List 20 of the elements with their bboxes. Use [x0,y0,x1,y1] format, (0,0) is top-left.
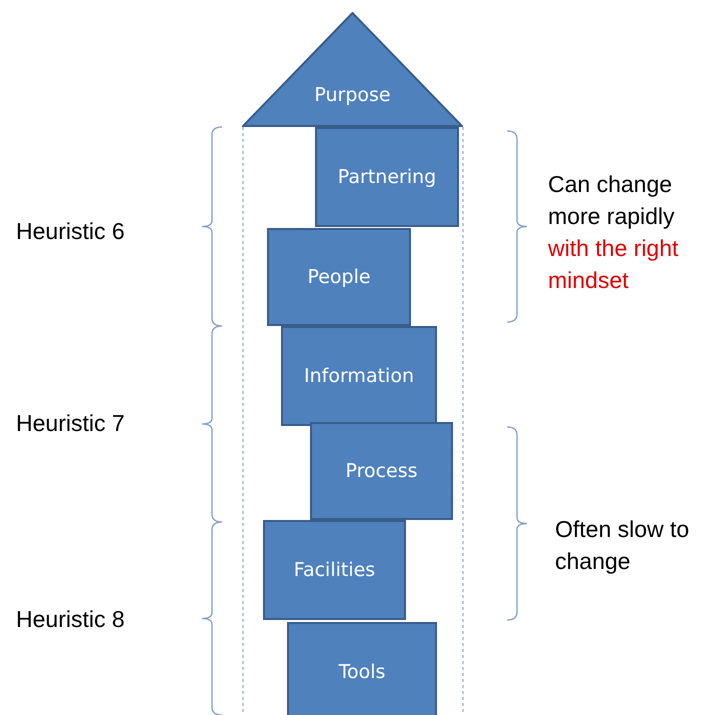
stacked-block [315,127,459,227]
stacked-block [281,326,437,426]
block-label: Facilities [294,559,376,581]
annotation-text: Heuristic 6 [16,217,126,246]
annotation-text: Can change more rapidly [548,170,676,231]
block-label: Process [345,460,418,482]
annotation-text: Heuristic 7 [16,409,126,438]
stacked-block [310,422,453,520]
stacked-block [287,622,437,715]
annotation-text: Heuristic 8 [16,605,126,634]
block-label: Information [304,365,414,387]
stacked-block [267,228,411,326]
roof-triangle [242,12,463,127]
annotation-text: Often slow to change [555,515,690,576]
block-label: Purpose [313,84,392,106]
block-label: Tools [338,661,386,683]
block-label: Partnering [338,166,436,188]
stacked-block [263,520,406,620]
block-label: People [307,266,371,288]
annotation-text: with the right mindset [548,234,680,295]
